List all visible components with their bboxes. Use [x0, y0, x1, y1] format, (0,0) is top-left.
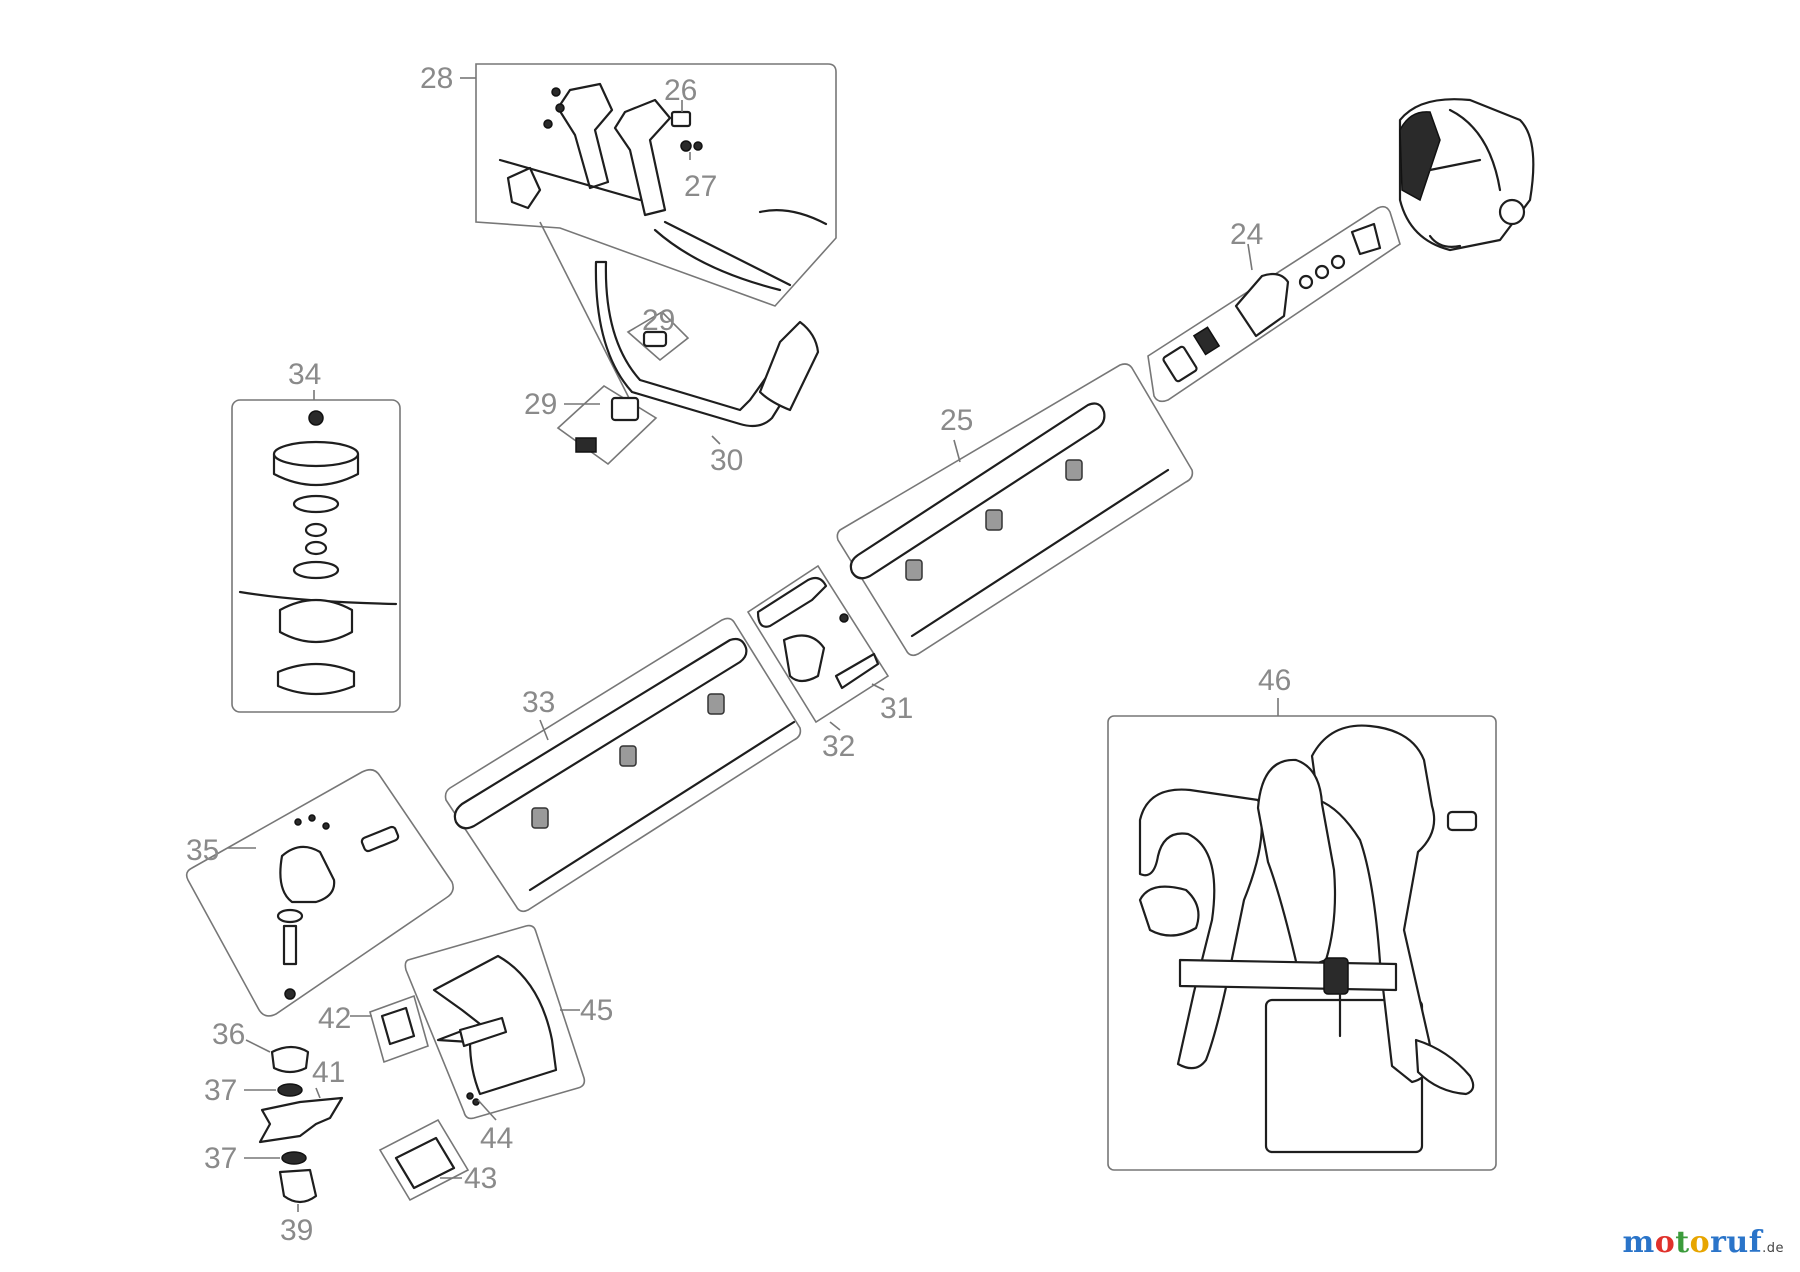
callout-42: 42: [318, 1002, 351, 1035]
handlebar-grip-part: [758, 320, 820, 412]
blade-assembly-group: 36 37 41 37 39: [204, 1018, 345, 1247]
leader-25: [953, 439, 961, 463]
harness-buckle-part: [1323, 957, 1349, 995]
handle-housing-part: [498, 82, 828, 292]
lower-shaft-frame: [444, 617, 802, 913]
leader-30: [711, 435, 721, 445]
shaft-coupler-frame: [746, 564, 890, 724]
handlebar-group: 29 29 30: [524, 260, 820, 477]
leader-33: [539, 719, 549, 741]
callout-37-upper: 37: [204, 1074, 237, 1107]
leader-31: [871, 683, 885, 691]
handlebar-tube-part: [594, 260, 814, 428]
clamp-frame-lower: [556, 385, 658, 466]
leader-32: [829, 721, 841, 731]
harness-frame: [1107, 715, 1497, 1171]
guard-frame: [404, 924, 586, 1120]
spool-part: [278, 599, 354, 643]
lower-shaft-tube-part: [453, 637, 748, 830]
callout-28: 28: [420, 62, 453, 95]
lower-drive-cable-part: [528, 720, 796, 892]
callout-41: 41: [312, 1056, 345, 1089]
gear-housing-part: [279, 845, 336, 904]
clutch-bell-part: [1234, 272, 1290, 338]
shaft-coupler-group: 31 32: [746, 564, 913, 763]
callout-37-lower: 37: [204, 1142, 237, 1175]
callout-39: 39: [280, 1214, 313, 1247]
guard-bracket-frame: [369, 994, 429, 1064]
harness-strap-right-part: [1310, 724, 1436, 1084]
callout-45: 45: [580, 994, 613, 1027]
callout-27: 27: [684, 170, 717, 203]
engine-unit: [1398, 98, 1535, 252]
upper-drive-cable-part: [910, 468, 1170, 638]
upper-shaft-group: 25: [836, 363, 1194, 657]
leader-44: [477, 1099, 497, 1121]
guard-group: 45 44 42 43: [318, 924, 613, 1202]
callout-32: 32: [822, 730, 855, 763]
callout-46: 46: [1258, 664, 1291, 697]
callout-26: 26: [664, 74, 697, 107]
callout-25: 25: [940, 404, 973, 437]
coupler-tube-part: [756, 576, 828, 628]
leader-36: [245, 1039, 271, 1053]
callout-34: 34: [288, 358, 321, 391]
gear-head-group: 35: [185, 768, 454, 1017]
leader-24: [1247, 243, 1253, 271]
gear-head-frame: [185, 768, 454, 1017]
upper-shaft-frame: [836, 363, 1194, 657]
spool-base-part: [276, 662, 356, 696]
trimmer-head-frame: [231, 399, 401, 713]
throttle-switch-part: [670, 110, 703, 152]
harness-group: 46: [1107, 664, 1497, 1171]
blade-flange-part: [270, 1045, 310, 1074]
clutch-housing-frame: [1147, 205, 1401, 403]
callout-24: 24: [1230, 218, 1263, 251]
upper-shaft-tube-part: [849, 402, 1106, 580]
coupler-knob-part: [782, 634, 826, 683]
clutch-housing-group: 24: [1147, 205, 1401, 403]
callout-33: 33: [522, 686, 555, 719]
clamp-frame-upper: [626, 310, 690, 362]
callout-30: 30: [710, 444, 743, 477]
guard-bracket-part: [380, 1006, 416, 1046]
handle-assembly-frame: [475, 63, 837, 307]
callout-29-lower: 29: [524, 388, 557, 421]
harness-shoulder-part: [1256, 758, 1337, 972]
clamp-upper-part: [642, 330, 668, 348]
harness-belt-part: [1178, 958, 1398, 992]
lower-shaft-group: 33: [444, 617, 802, 913]
guard-plate-part: [394, 1136, 456, 1190]
guard-plate-frame: [378, 1118, 470, 1202]
leader-41: [315, 1087, 321, 1099]
blade-nut-part: [278, 1168, 318, 1204]
metal-blade-part: [258, 1096, 344, 1144]
handle-assembly-group: 28 26 27: [420, 62, 837, 307]
trimmer-head-group: 34: [231, 358, 401, 713]
motoruf-logo: motoruf.de: [1622, 1225, 1784, 1260]
callout-31: 31: [880, 692, 913, 725]
callout-35: 35: [186, 834, 219, 867]
callout-29-upper: 29: [642, 304, 675, 337]
callout-36: 36: [212, 1018, 245, 1051]
callout-43: 43: [464, 1162, 497, 1195]
clamp-lower-part: [610, 396, 640, 422]
callout-44: 44: [480, 1122, 513, 1155]
